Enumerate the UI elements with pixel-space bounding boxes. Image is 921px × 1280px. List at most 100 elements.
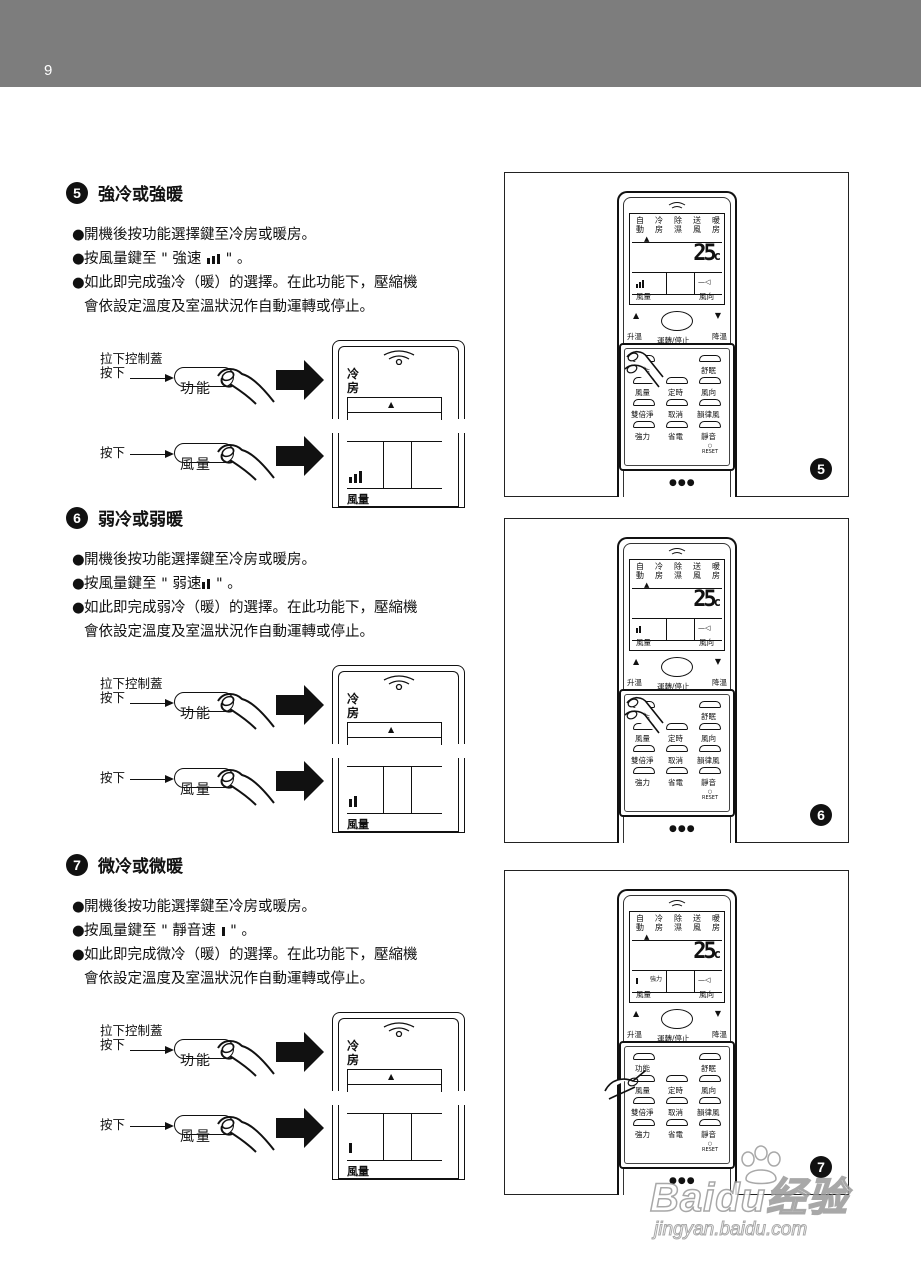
mode-indicator-icon: ▲ [644, 235, 650, 243]
double-clean-button: 雙倍淨 [631, 756, 654, 765]
remote-control: 自動冷房除濕送風暖房 ▲ 25c —◁ 風量 風向 ▲ ▼ 升溫 運轉/停止 降溫… [617, 537, 737, 843]
remote-lcd: 自動冷房除濕送風暖房 ▲ 25c —◁ 風量 風向 [629, 213, 725, 305]
mode-indicator-icon: ▲ [388, 1072, 395, 1081]
instruction-item: ●按風量鍵至 " 靜音速 " 。 [72, 923, 256, 939]
section-title: 微冷或微暖 [98, 857, 183, 877]
instruction-item-cont: 會依設定溫度及室溫狀況作自動運轉或停止。 [84, 971, 374, 987]
fan-weak-symbol [201, 576, 211, 592]
press-label: 按下 [100, 1117, 126, 1132]
remote-lcd: 自動冷房除濕送風暖房 ▲ 25c 強力 —◁ 風量 風向 [629, 911, 725, 1003]
double-clean-button: 雙倍淨 [631, 1108, 654, 1117]
right-arrow-icon [276, 1108, 324, 1148]
cancel-button: 取消 [668, 1108, 683, 1117]
remote-dots-icon: ●●● [669, 1176, 696, 1186]
remote-illustration-6: 自動冷房除濕送風暖房 ▲ 25c —◁ 風量 風向 ▲ ▼ 升溫 運轉/停止 降溫… [504, 518, 849, 843]
press-label: 按下 [100, 445, 126, 460]
instruction-item-cont: 會依設定溫度及室溫狀況作自動運轉或停止。 [84, 299, 374, 315]
power-label: 運轉/停止 [657, 682, 690, 691]
turbo-button: 強力 [635, 1130, 650, 1139]
function-key-label: 功能 [180, 1053, 212, 1069]
finger-icon [217, 368, 275, 405]
watermark-brand: Baidu经验 [649, 1175, 849, 1221]
watermark-url: jingyan.baidu.com [653, 1219, 808, 1241]
lcd-fan-label: 風量 [347, 818, 369, 831]
timer-button: 定時 [668, 388, 683, 397]
instruction-item: ●開機後按功能選擇鍵至冷房或暖房。 [72, 552, 316, 568]
finger-icon [217, 769, 275, 806]
temp-up-icon: ▲ [633, 1009, 640, 1018]
remote-fan-bars [636, 626, 641, 633]
instruction-list: ●開機後按功能選擇鍵至冷房或暖房。 ●按風量鍵至 " 靜音速 " 。 ●如此即完… [66, 895, 491, 991]
pressing-finger-icon [604, 1070, 646, 1100]
instruction-item: ●如此即完成弱冷（暖）的選擇。在此功能下，壓縮機 [72, 600, 418, 616]
press-arrow [130, 449, 174, 458]
ir-signal-icon [668, 548, 686, 555]
temp-up-icon: ▲ [633, 311, 640, 320]
mode-indicator-icon: ▲ [644, 581, 650, 589]
temp-up-button: 升溫 [627, 678, 642, 687]
swing-button: 風向 [701, 388, 716, 397]
page-header-bar [0, 0, 921, 87]
finger-icon [217, 444, 275, 481]
remote-lcd: 自動冷房除濕送風暖房 ▲ 25c —◁ 風量 風向 [629, 559, 725, 651]
cancel-button: 取消 [668, 756, 683, 765]
fan-quiet-symbol [221, 923, 226, 939]
right-arrow-icon [276, 761, 324, 801]
finger-icon [217, 1040, 275, 1077]
fan-button: 風量 [635, 734, 650, 743]
swing-button: 風向 [701, 734, 716, 743]
page-number: 9 [44, 62, 53, 79]
lcd-detail: 冷房 ▲ 風量 [332, 665, 465, 833]
instruction-item: ●如此即完成強冷（暖）的選擇。在此功能下，壓縮機 [72, 275, 418, 291]
instruction-list: ●開機後按功能選擇鍵至冷房或暖房。 ●按風量鍵至 " 弱速 " 。 ●如此即完成… [66, 548, 491, 644]
function-button: 功能 [635, 1064, 650, 1073]
temp-down-icon: ▼ [714, 657, 721, 666]
section-heading: 5 強冷或強暖 [66, 180, 491, 205]
swing-indicator-icon: —◁ [698, 976, 711, 984]
illustration-number-badge: 5 [810, 458, 832, 480]
rhythm-wind-button: 韻律風 [697, 410, 720, 419]
swing-indicator-icon: —◁ [698, 278, 711, 286]
instruction-item: ●開機後按功能選擇鍵至冷房或暖房。 [72, 227, 316, 243]
press-arrow [130, 373, 174, 382]
section-title: 強冷或強暖 [98, 185, 183, 205]
remote-dots-icon: ●●● [669, 478, 696, 488]
instruction-list: ●開機後按功能選擇鍵至冷房或暖房。 ●按風量鍵至 " 強速 " 。 ●如此即完成… [66, 223, 491, 319]
pull-cover-label: 拉下控制蓋按下 [100, 1023, 163, 1052]
section-title: 弱冷或弱暖 [98, 510, 183, 530]
fan-level-bars [349, 1143, 352, 1153]
quiet-button: 靜音 [701, 778, 716, 787]
remote-dots-icon: ●●● [669, 824, 696, 834]
reset-button: ○RESET [702, 1141, 719, 1153]
power-label: 運轉/停止 [657, 1034, 690, 1043]
section-number-badge: 5 [66, 181, 88, 204]
swing-indicator-icon: —◁ [698, 624, 711, 632]
remote-control: 自動冷房除濕送風暖房 ▲ 25c 強力 —◁ 風量 風向 ▲▼ 升溫 運轉/停止… [604, 889, 737, 1195]
fan-key-label: 風量 [180, 1129, 212, 1145]
section-heading: 6 弱冷或弱暖 [66, 505, 491, 530]
quiet-button: 靜音 [701, 1130, 716, 1139]
mode-cool-label: 冷房 [347, 1039, 360, 1067]
mode-indicator-icon: ▲ [388, 725, 395, 734]
ir-signal-icon [383, 350, 415, 365]
fan-strong-symbol [206, 251, 221, 267]
eco-button: 省電 [668, 1130, 683, 1139]
ir-signal-icon [383, 675, 415, 690]
lcd-detail: 冷房 ▲ 風量 [332, 340, 465, 508]
remote-fan-bars [636, 978, 638, 984]
temp-up-button: 升溫 [627, 332, 642, 341]
remote-mode-row: 自動冷房除濕送風暖房 [636, 914, 720, 932]
power-button [661, 1009, 693, 1029]
mode-cool-label: 冷房 [347, 692, 360, 720]
mode-indicator-icon: ▲ [388, 400, 395, 409]
temp-down-icon: ▼ [714, 311, 721, 320]
pull-cover-label: 拉下控制蓋按下 [100, 676, 163, 705]
step-diagram: 拉下控制蓋按下 功能 按下 風量 冷房 ▲ 風量 [66, 1012, 491, 1182]
remote-temp: 25c [693, 241, 721, 266]
right-arrow-icon [276, 360, 324, 400]
right-arrow-icon [276, 1032, 324, 1072]
right-arrow-icon [276, 685, 324, 725]
turbo-button: 強力 [635, 432, 650, 441]
temp-down-button: 降溫 [712, 678, 727, 687]
illustration-number-badge: 7 [810, 1156, 832, 1178]
